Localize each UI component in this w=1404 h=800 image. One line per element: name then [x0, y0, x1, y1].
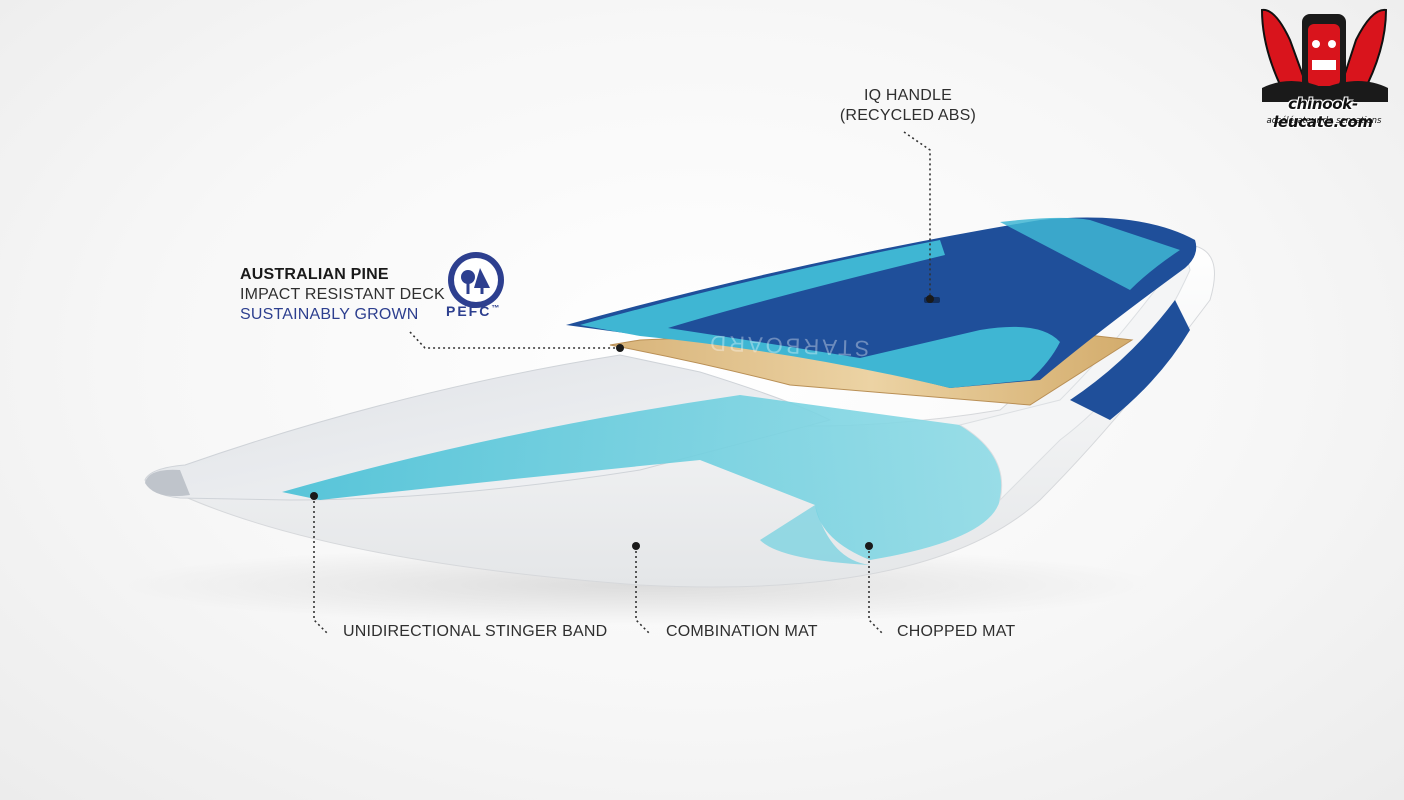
leader-iq-handle	[903, 131, 931, 298]
deck-teal-panel	[580, 240, 1060, 388]
dot-iq-handle	[926, 295, 934, 303]
leader-stinger	[313, 496, 329, 635]
deck-line3: SUSTAINABLY GROWN	[240, 306, 419, 323]
dot-combination	[632, 542, 640, 550]
iq-handle-line1: IQ HANDLE	[863, 87, 953, 104]
pefc-label: PEFC™	[446, 303, 499, 319]
leader-lines	[313, 131, 931, 635]
leader-dots	[310, 295, 934, 550]
deck-label: AUSTRALIAN PINE IMPACT RESISTANT DECK SU…	[240, 265, 445, 325]
brand-logo-tagline: accélérateur de sensations	[1266, 116, 1382, 126]
deck-print: STARBOARD	[707, 330, 870, 361]
deck-line2: IMPACT RESISTANT DECK	[240, 286, 445, 303]
rail-stripe	[1070, 300, 1190, 420]
deck-title: AUSTRALIAN PINE	[240, 266, 389, 283]
dot-deck	[616, 344, 624, 352]
chopped-label: CHOPPED MAT	[897, 623, 1016, 640]
pefc-text: PEFC	[446, 303, 492, 319]
brand-logo-text: chinook-leucate.com	[1273, 95, 1373, 131]
nose-cap	[145, 469, 190, 497]
deck-teal-stripe	[1000, 217, 1180, 290]
iq-handle-line2: (RECYCLED ABS)	[839, 107, 977, 124]
leader-deck	[409, 331, 618, 349]
dot-chopped	[865, 542, 873, 550]
combination-label: COMBINATION MAT	[666, 623, 818, 640]
pefc-tm: ™	[491, 303, 500, 313]
brand-logo-icon	[1260, 8, 1388, 102]
iq-handle-label: IQ HANDLE (RECYCLED ABS)	[838, 86, 978, 126]
dot-stinger	[310, 492, 318, 500]
pefc-icon	[448, 252, 504, 308]
teal-mat-edge	[760, 505, 870, 565]
stinger-label: UNIDIRECTIONAL STINGER BAND	[343, 623, 608, 640]
teal-mat	[282, 395, 1002, 560]
